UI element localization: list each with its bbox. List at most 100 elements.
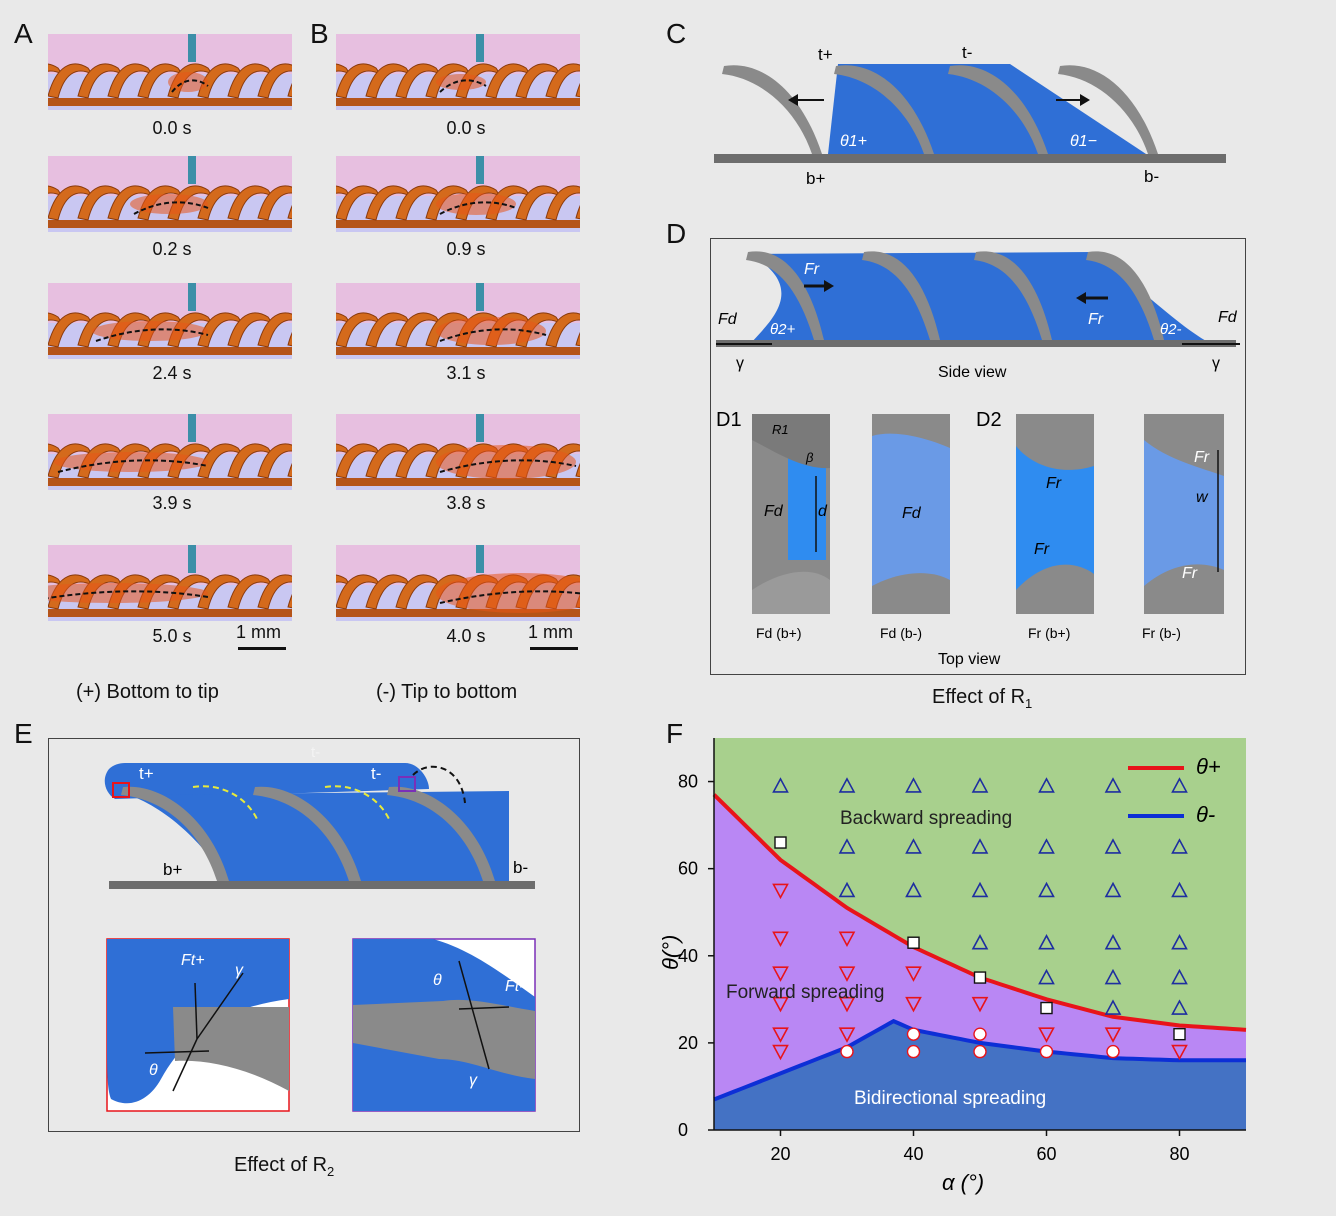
time-label-a-1: 0.0 s (152, 118, 192, 138)
top-droplet (104, 763, 430, 799)
tile-fr-bminus (1144, 414, 1224, 614)
ridge-4 (1058, 65, 1158, 154)
e-theta-right: θ (433, 972, 442, 989)
time-label-a-2: 0.2 s (152, 239, 192, 259)
marker-triangle-up (1038, 881, 1055, 898)
marker-triangle-down (772, 1027, 789, 1043)
marker-triangle-down (772, 1044, 789, 1061)
photo-frame (336, 34, 580, 110)
marker-triangle-up (772, 777, 789, 793)
sub-label-3: Fr (b+) (1028, 625, 1070, 641)
region-label-bidirectional: Bidirectional spreading (854, 1088, 1046, 1109)
side-theta-2minus: θ2- (1160, 321, 1181, 338)
time-label-a-4: 3.9 s (152, 493, 192, 513)
sub-label-1: Fd (b+) (756, 625, 802, 641)
y-tick-label: 0 (678, 1120, 688, 1140)
y-tick-label: 80 (678, 772, 698, 792)
tile4-fr-top: Fr (1194, 449, 1210, 466)
marker-circle (1039, 1044, 1054, 1059)
tile2-fd: Fd (902, 505, 922, 522)
label-theta-1plus: θ1+ (840, 133, 867, 150)
red-zoom-box (112, 782, 130, 798)
photo-frame (48, 283, 292, 359)
tile-fd-bminus (872, 414, 950, 614)
marker-triangle-up (1038, 838, 1055, 854)
purple-zoom-box (398, 776, 416, 792)
side-fr-left: Fr (804, 261, 820, 278)
panel-label-d: D (666, 218, 687, 249)
x-tick-label: 60 (1037, 1144, 1057, 1164)
marker-square (774, 836, 787, 849)
label-t-plus: t+ (818, 45, 833, 64)
e-gamma-left: γ (235, 962, 244, 979)
panel-d-diagram: Fr Fr Fd Fd θ2+ θ2- γ γ Side view D1 D2 … (716, 251, 1240, 668)
photo-frame (48, 34, 292, 110)
scale-label-b: 1 mm (528, 622, 573, 642)
marker-triangle-down (772, 883, 789, 900)
region-forward (714, 794, 1246, 1100)
label-theta-1minus: θ1− (1070, 133, 1097, 150)
tile-fd-bplus (752, 414, 830, 614)
marker-triangle-up (971, 934, 989, 950)
marker-triangle-down (1038, 1027, 1055, 1043)
x-axis-label: α (°) (942, 1170, 984, 1195)
marker-triangle-up (971, 881, 989, 898)
marker-circle (906, 1044, 921, 1059)
marker-square (1040, 1001, 1053, 1015)
marker-triangle-up (1171, 999, 1188, 1015)
marker-triangle-up (1104, 934, 1122, 950)
label-b-plus: b+ (806, 169, 825, 188)
zoom-left: Ft+ γ θ (106, 938, 290, 1112)
marker-triangle-up (1171, 968, 1188, 985)
tile1-r1: R1 (772, 422, 789, 437)
label-t-minus: t- (962, 43, 972, 62)
marker-triangle-up (905, 777, 922, 793)
time-label-a-3: 2.4 s (152, 363, 192, 383)
time-label-b-4: 3.8 s (446, 493, 486, 513)
marker-triangle-up (1038, 968, 1055, 985)
scale-bar-b (530, 647, 578, 650)
marker-circle (840, 1044, 854, 1059)
e-ft-plus: Ft+ (181, 952, 205, 969)
y-axis-label: θ(°) (658, 935, 683, 970)
marker-triangle-up (1104, 999, 1122, 1015)
photo-frame (336, 283, 580, 359)
e-substrate (109, 881, 535, 889)
e-b-plus: b+ (163, 860, 182, 879)
region-label-backward: Backward spreading (840, 808, 1012, 829)
label-d1: D1 (716, 409, 742, 431)
sub-label-4: Fr (b-) (1142, 625, 1181, 641)
e-theta-left: θ (149, 1062, 158, 1079)
label-d2: D2 (976, 409, 1002, 431)
substrate (714, 154, 1226, 163)
panel-e-diagram: t+ t- t- b+ b- Ft+ γ θ θ Ft- γ (104, 744, 536, 1112)
caption-b: (-) Tip to bottom (376, 681, 518, 703)
marker-triangle-down (772, 966, 789, 982)
legend-label-theta-plus: θ+ (1196, 754, 1221, 779)
marker-triangle-up (1038, 777, 1055, 793)
marker-triangle-up (1171, 838, 1188, 854)
e-t-plus: t+ (139, 764, 154, 783)
marker-triangle-up (1104, 777, 1122, 793)
e-gamma-right: γ (469, 1072, 478, 1089)
legend-label-theta-minus: θ- (1196, 802, 1215, 827)
x-tick-label: 20 (771, 1144, 791, 1164)
x-tick-label: 80 (1170, 1144, 1190, 1164)
marker-triangle-down (838, 931, 856, 948)
marker-triangle-down (838, 996, 856, 1013)
marker-circle (1106, 1044, 1120, 1059)
side-view-label: Side view (938, 364, 1007, 381)
label-b-minus: b- (1144, 167, 1159, 186)
marker-triangle-up (1171, 934, 1188, 950)
tile1-d: d (818, 503, 828, 520)
caption-d: Effect of R1 (932, 686, 1032, 711)
y-tick-label: 60 (678, 859, 698, 879)
marker-triangle-up (1104, 881, 1122, 898)
tile4-fr-bottom: Fr (1182, 565, 1198, 582)
y-tick-label: 20 (678, 1033, 698, 1053)
ridge-2 (834, 65, 934, 154)
marker-triangle-down (905, 996, 922, 1013)
e-t-minus: t- (371, 764, 381, 783)
marker-triangle-down (971, 996, 989, 1013)
